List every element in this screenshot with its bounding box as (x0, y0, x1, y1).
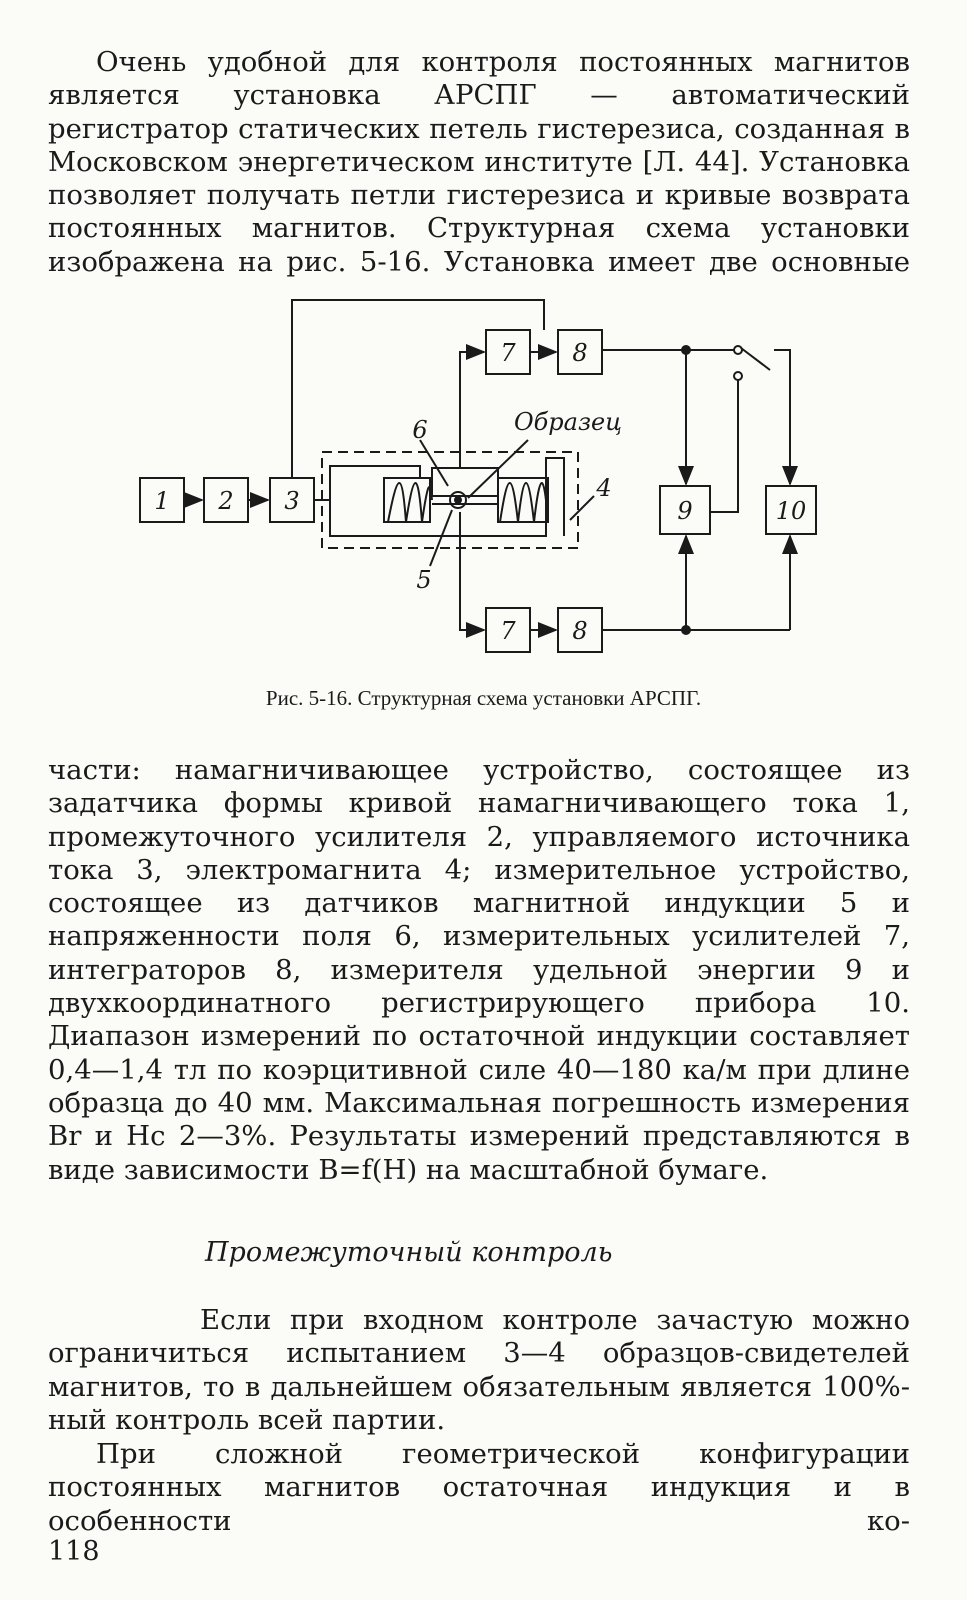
paragraph-description: части: намагничивающее устройство, состо… (48, 754, 910, 1186)
label-sensor-6: 6 (412, 416, 427, 444)
figure-caption: Рис. 5-16. Структурная схема установки А… (265, 686, 702, 710)
label-sensor-5: 5 (416, 566, 431, 594)
label-electromagnet-4: 4 (595, 474, 611, 502)
label-block-9: 9 (677, 497, 692, 525)
label-block-8-top: 8 (572, 339, 587, 367)
label-block-10: 10 (776, 497, 807, 525)
figure-block-diagram: 1 2 3 7 8 7 8 9 10 4 5 6 Образец (139, 299, 817, 653)
paragraph-complex-geometry: При сложной геометрической конфигурации … (48, 1438, 910, 1537)
label-block-2: 2 (217, 487, 233, 515)
page-number: 118 (48, 1536, 100, 1567)
block-8-top (557, 329, 603, 375)
section-heading: Промежуточный контроль (205, 1237, 613, 1268)
label-block-7-top: 7 (500, 339, 516, 367)
paragraph-intermediate-control: Если при входном контроле зачастую можно… (48, 1304, 910, 1436)
label-block-7-bottom: 7 (500, 617, 516, 645)
label-block-8-bottom: 8 (572, 617, 587, 645)
label-sample: Образец (514, 408, 622, 436)
label-block-3: 3 (284, 487, 299, 515)
paragraph-intro: Очень удобной для контроля постоянных ма… (48, 46, 910, 278)
label-block-1: 1 (154, 487, 169, 515)
